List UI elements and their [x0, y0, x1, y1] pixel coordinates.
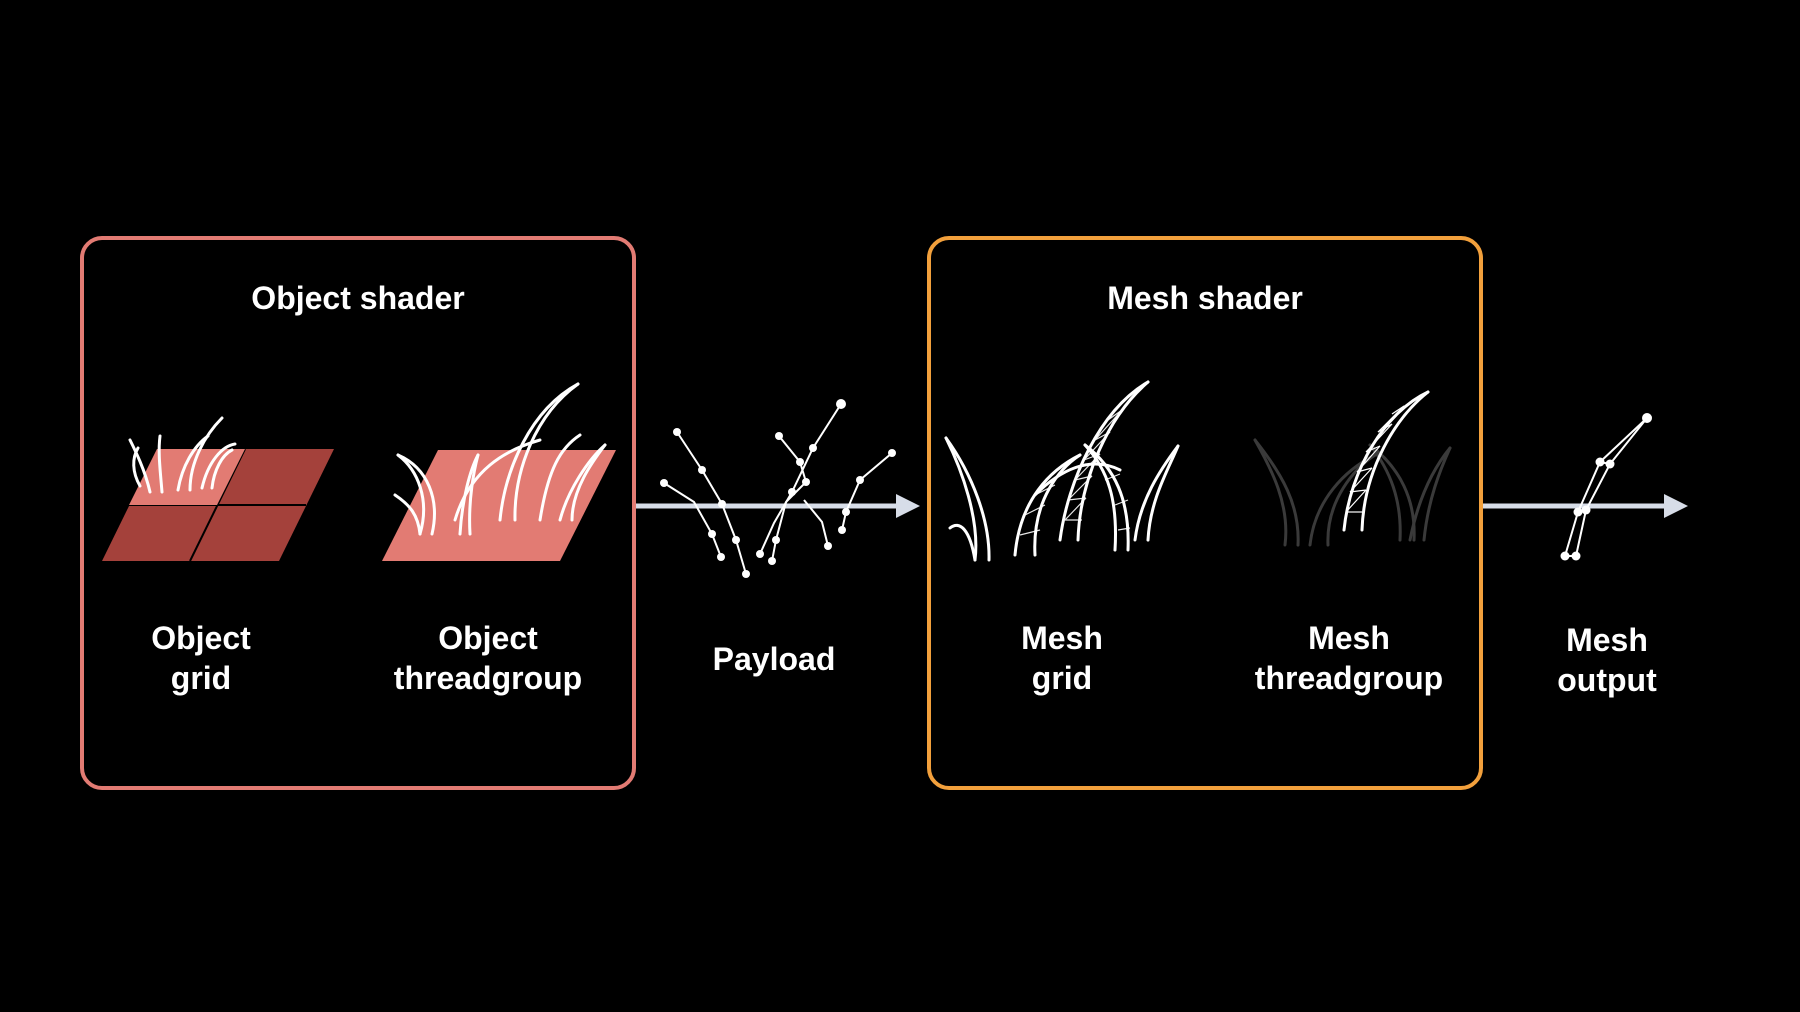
- mesh-grid-label: Mesh grid: [1021, 620, 1103, 696]
- mesh-threadgroup-icon: [1253, 390, 1452, 547]
- object-threadgroup-label: Object threadgroup: [393, 620, 583, 696]
- object-threadgroup-icon: [382, 382, 616, 561]
- mesh-shader-title: Mesh shader: [1107, 280, 1303, 316]
- object-grid-label: Object grid: [151, 620, 251, 696]
- object-shader-stage: [80, 236, 636, 790]
- mesh-output-arrow: [1483, 494, 1688, 518]
- payload-arrow: [636, 494, 920, 518]
- object-shader-title: Object shader: [251, 280, 465, 316]
- mesh-threadgroup-label: Mesh threadgroup: [1254, 620, 1444, 696]
- mesh-grid-icon: [944, 380, 1180, 562]
- mesh-shader-stage: [927, 236, 1483, 790]
- mesh-output-label: Mesh output: [1557, 622, 1657, 698]
- payload-icon: [660, 399, 896, 578]
- object-grid-icon: [102, 416, 334, 562]
- payload-label: Payload: [712, 641, 836, 677]
- mesh-output-icon: [1560, 413, 1652, 561]
